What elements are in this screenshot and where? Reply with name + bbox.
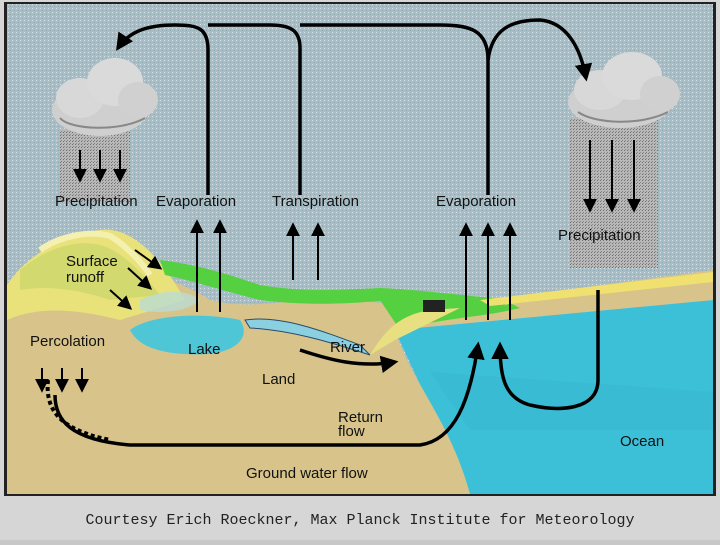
ocean-return-arrow [491,290,600,411]
ocean-shade [430,372,713,430]
coastline [480,272,713,306]
label-lake: Lake [188,341,221,358]
river-channel [244,318,371,356]
evaporation-up-arrow [116,23,210,195]
label-flow: flow [338,423,365,440]
runoff-arrows [109,249,163,310]
lake-water [130,315,244,355]
label-return: Return [338,409,383,426]
label-groundwater-flow: Ground water flow [246,465,368,482]
percolation-dashed-arrow [45,379,111,442]
label-surface: Surface [66,253,118,270]
atmospheric-arrows [116,18,593,195]
river-flow-arrow [299,348,399,373]
label-land: Land [262,371,295,388]
label-precipitation-left: Precipitation [55,193,138,210]
building-icon [423,300,445,312]
label-evaporation-left: Evaporation [156,193,236,210]
label-percolation: Percolation [30,333,105,350]
caption: Courtesy Erich Roeckner, Max Planck Inst… [85,512,634,529]
to-ocean-cloud-arrow [486,18,593,82]
label-transpiration: Transpiration [272,193,359,210]
cloud-left-icon [52,58,158,136]
runoff-arrow [109,289,133,310]
runoff-arrow [134,249,163,270]
label-precipitation-right: Precipitation [558,227,641,244]
transpiration-up-arrow [208,23,302,195]
label-evaporation-right: Evaporation [436,193,516,210]
beach [370,308,460,355]
rain-shaft-left [60,130,130,202]
flux-arrows [35,140,641,393]
label-runoff: runoff [66,269,105,286]
rain-shaft-right [570,118,658,268]
runoff-water [140,291,200,312]
vegetation-band [160,260,510,310]
label-ocean: Ocean [620,433,664,450]
label-river: River [330,339,365,356]
runoff-arrow [127,267,153,290]
hill-highlight [38,230,153,277]
hill-band [20,243,160,300]
